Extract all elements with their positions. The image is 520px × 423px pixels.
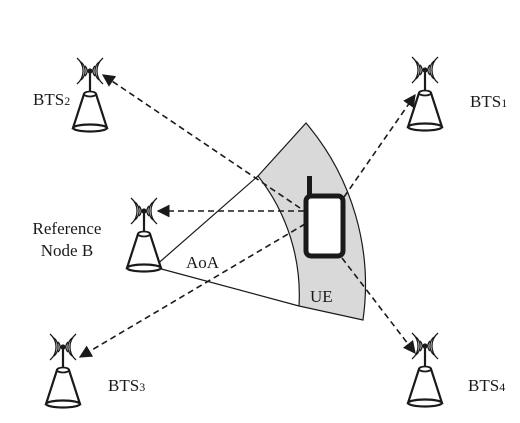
bts2-label: BTS2 — [33, 90, 70, 109]
bts1-label: BTS1 — [470, 92, 507, 111]
aoa-upper-ray — [153, 175, 259, 268]
bts3-tower-icon — [44, 332, 82, 409]
bts1-tower-icon — [406, 55, 444, 132]
reference-node-b-tower-icon — [125, 196, 163, 273]
ue-phone-icon — [303, 176, 346, 259]
aoa-lower-ray — [153, 266, 300, 307]
link-ue-bts2 — [101, 74, 301, 209]
aoa-label: AoA — [186, 253, 220, 272]
reference-node-b-label-line1: Reference — [33, 219, 102, 238]
bts4-label: BTS4 — [468, 376, 505, 395]
bts2-tower-icon — [71, 56, 109, 133]
ue-label: UE — [310, 287, 333, 306]
link-ue-bts3 — [78, 223, 306, 358]
reference-node-b-label-line2: Node B — [41, 241, 93, 260]
bts4-tower-icon — [406, 331, 444, 408]
bts3-label: BTS3 — [108, 376, 145, 395]
link-ue-bts1 — [343, 93, 416, 198]
